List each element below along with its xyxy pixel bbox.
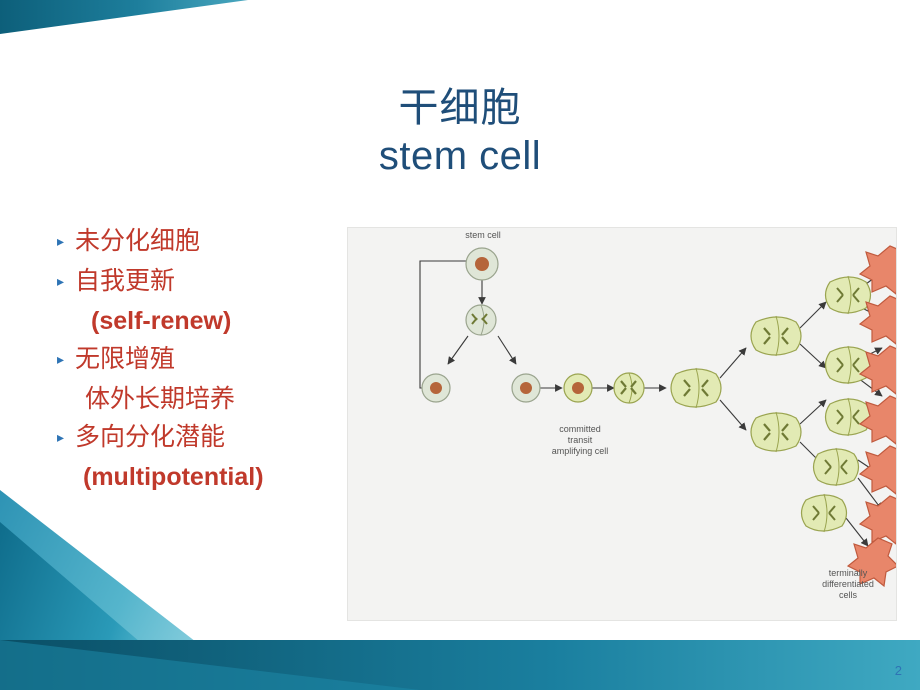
list-item-sublabel: (self-renew) — [91, 307, 232, 335]
list-item-sublabel: 体外长期培养 — [85, 384, 236, 413]
title-chinese: 干细胞 — [398, 85, 522, 131]
cell-amplifying-upper — [750, 315, 802, 357]
diagram-graphics — [419, 245, 896, 588]
cell-daughter-right — [511, 373, 541, 403]
bullet-triangle-icon: ▸ — [57, 429, 65, 445]
cell-daughter-left — [421, 373, 451, 403]
bullet-list: ▸ 未分化细胞 ▸ 自我更新 (self-renew) ▸ 无限增殖 体外长期培… — [55, 222, 355, 496]
label-stem-cell: stem cell — [465, 230, 501, 240]
cell-dividing — [465, 304, 497, 336]
cell-amplifying-col — [800, 275, 872, 533]
page-number: 2 — [894, 663, 902, 678]
list-item: ▸ 未分化细胞 — [55, 222, 355, 260]
list-item-sub: (self-renew) — [55, 302, 355, 340]
list-item-label: 自我更新 — [75, 266, 176, 295]
bullet-triangle-icon: ▸ — [57, 233, 65, 249]
list-item-label: 无限增殖 — [75, 344, 176, 373]
list-item-sub: (multipotential) — [55, 458, 355, 496]
cell-stem — [465, 247, 499, 281]
list-item: ▸ 自我更新 — [55, 262, 355, 300]
list-item-sub: 体外长期培养 — [55, 380, 355, 418]
list-item-sublabel: (multipotential) — [83, 463, 264, 491]
cell-committed-transit — [563, 373, 593, 403]
cell-amplifying-lower — [750, 411, 802, 453]
list-item: ▸ 多向分化潜能 — [55, 418, 355, 456]
cell-differentiated-column — [846, 245, 896, 588]
list-item: ▸ 无限增殖 — [55, 340, 355, 378]
list-item-label: 多向分化潜能 — [75, 422, 226, 451]
label-committed-transit-amplifying-cell: committed transit amplifying cell — [551, 424, 609, 456]
cell-amplifying-2 — [670, 367, 722, 409]
title-english: stem cell — [378, 134, 542, 178]
stem-cell-differentiation-diagram: stem cell committed transit amplifying c… — [348, 228, 896, 620]
list-item-label: 未分化细胞 — [75, 226, 201, 255]
cell-amplifying-1 — [613, 372, 645, 404]
bullet-triangle-icon: ▸ — [57, 273, 65, 289]
label-terminally-differentiated-cells: terminally differentiated cells — [822, 568, 874, 600]
bullet-triangle-icon: ▸ — [57, 351, 65, 367]
page-title: 干细胞 stem cell — [0, 84, 920, 180]
